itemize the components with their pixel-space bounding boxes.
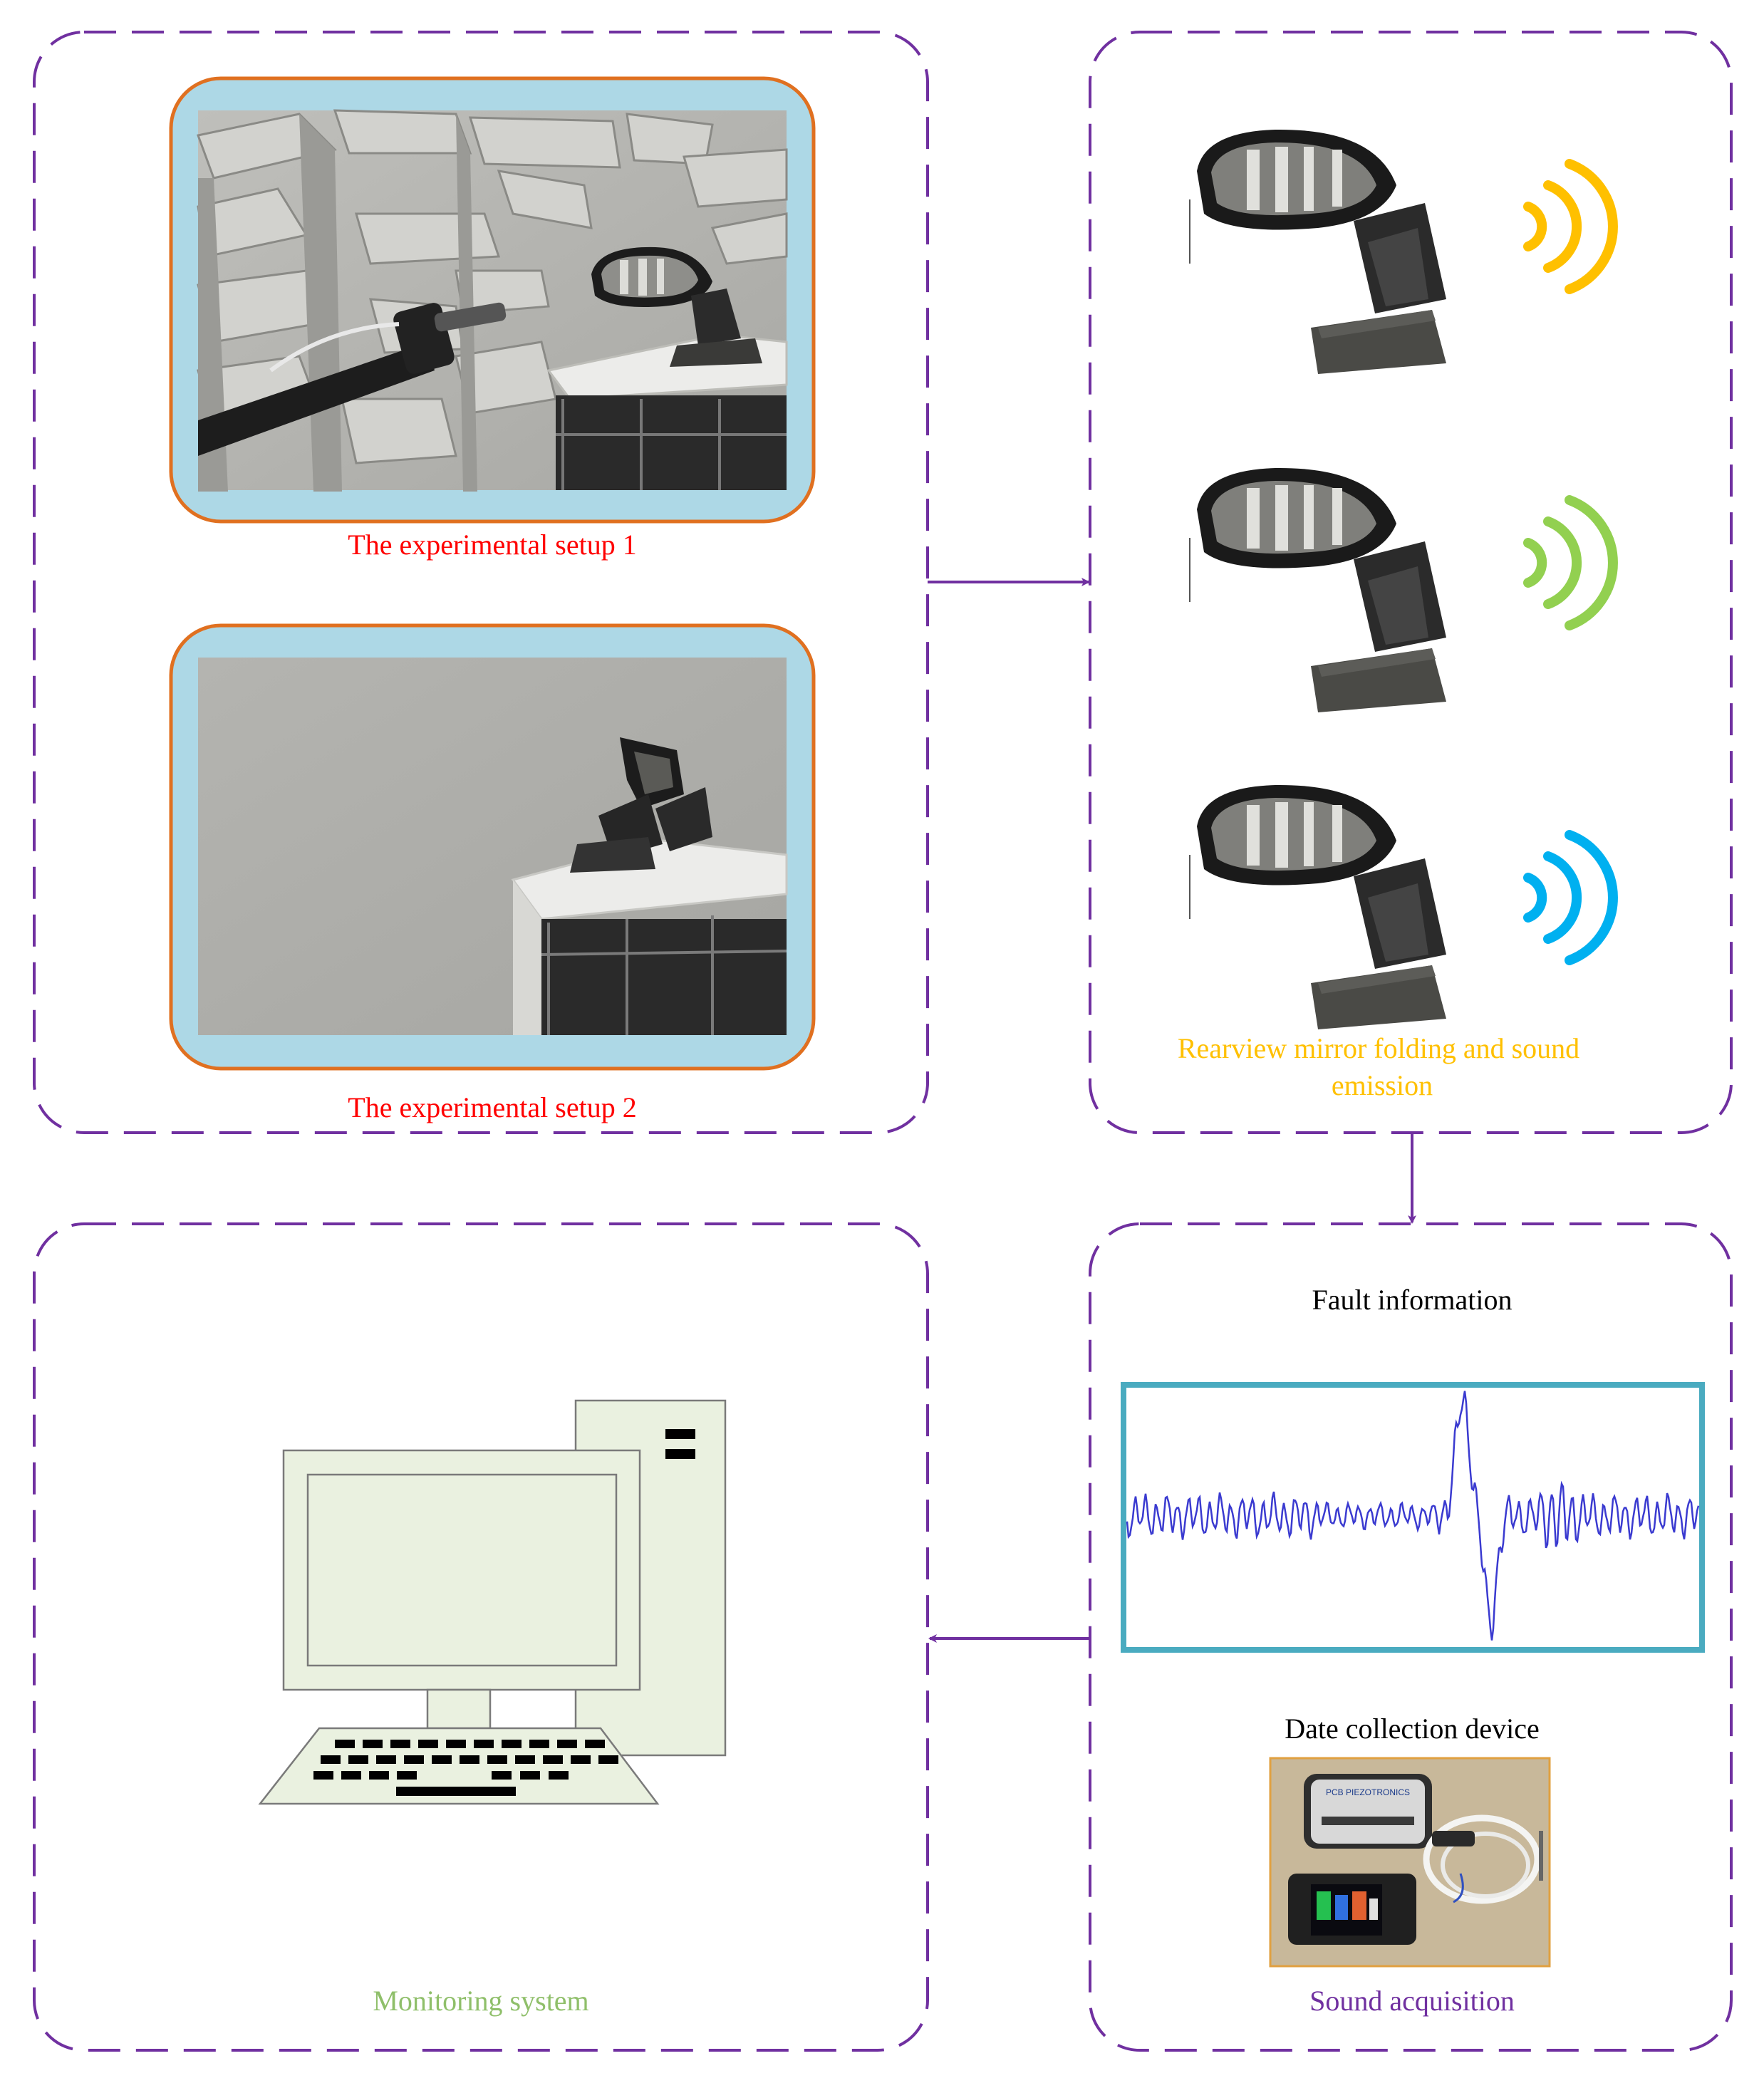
keyboard-key <box>397 1771 417 1780</box>
keyboard-key <box>515 1755 535 1764</box>
keyboard-key <box>348 1755 368 1764</box>
keyboard-key <box>363 1740 383 1748</box>
keyboard-key <box>446 1740 466 1748</box>
keyboard-key <box>549 1771 569 1780</box>
keyboard-keys <box>313 1740 618 1796</box>
keyboard-key <box>335 1740 355 1748</box>
panel-experimental-setup <box>33 31 929 1134</box>
keyboard-key <box>487 1755 507 1764</box>
photo-experimental-setup-2 <box>169 623 816 1071</box>
keyboard-key <box>369 1771 389 1780</box>
keyboard-key <box>502 1740 522 1748</box>
photo-data-collection-device: PCB PIEZOTRONICS <box>1269 1757 1551 1968</box>
fault-signal-waveform <box>1126 1391 1700 1641</box>
fault-information-title: Fault information <box>1312 1284 1512 1316</box>
keyboard-key <box>321 1755 341 1764</box>
caption-monitoring-system: Monitoring system <box>373 1985 588 2017</box>
sound-wave-icon-blue <box>1523 830 1618 965</box>
caption-sound-acquisition: Sound acquisition <box>1309 1985 1515 2017</box>
keyboard-key <box>571 1755 591 1764</box>
keyboard-key <box>557 1740 577 1748</box>
panel-monitoring <box>33 1222 929 2052</box>
mirror-folding-2 <box>1189 467 1446 712</box>
signal-frame <box>1121 1382 1705 1653</box>
keyboard-key <box>418 1740 438 1748</box>
caption-mirror-line-2: emission <box>1332 1069 1433 1101</box>
caption-experimental-setup-2: The experimental setup 2 <box>348 1091 636 1123</box>
caption-mirror-line-1: Rearview mirror folding and sound <box>1178 1032 1579 1064</box>
caption-mirror-sound-emission: Rearview mirror folding and sound emissi… <box>1178 1032 1587 1101</box>
photo-experimental-setup-1 <box>169 76 816 524</box>
keyboard-key <box>341 1771 361 1780</box>
keyboard-key <box>404 1755 424 1764</box>
keyboard-key <box>432 1755 452 1764</box>
keyboard-key <box>313 1771 333 1780</box>
computer-screen <box>306 1473 618 1667</box>
device-brand-label: PCB PIEZOTRONICS <box>1326 1787 1410 1797</box>
sound-wave-icon-green <box>1523 495 1618 630</box>
keyboard-spacebar <box>396 1787 516 1796</box>
caption-experimental-setup-1: The experimental setup 1 <box>348 529 636 561</box>
keyboard-key <box>543 1755 563 1764</box>
device-title: Date collection device <box>1285 1713 1540 1745</box>
keyboard-key <box>492 1771 512 1780</box>
sound-wave-icon-yellow <box>1523 159 1618 294</box>
keyboard-key <box>376 1755 396 1764</box>
mirror-folding-3 <box>1189 784 1446 1029</box>
keyboard-key <box>585 1740 605 1748</box>
mirror-folding-1 <box>1189 129 1446 374</box>
keyboard-key <box>460 1755 479 1764</box>
keyboard-key <box>520 1771 540 1780</box>
keyboard-key <box>474 1740 494 1748</box>
keyboard-key <box>390 1740 410 1748</box>
keyboard-key <box>529 1740 549 1748</box>
keyboard-key <box>598 1755 618 1764</box>
